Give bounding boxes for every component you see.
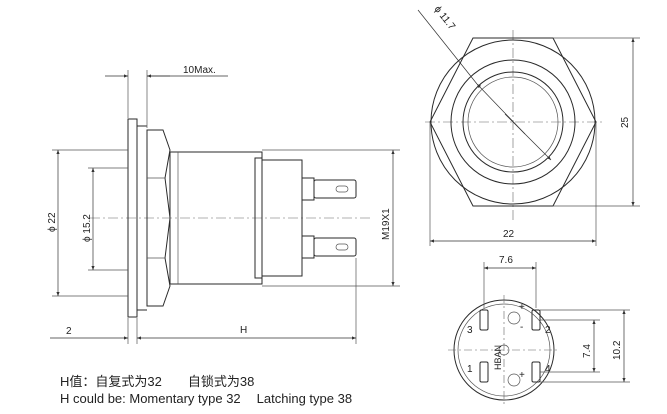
- dim-74-label: 7.4: [582, 344, 593, 358]
- front-bezel-outer: [430, 39, 596, 205]
- note-cn-h: H值：自复式为32: [60, 374, 162, 389]
- note-cn-latch: 自锁式为38: [187, 374, 255, 389]
- front-button-ring: [462, 71, 564, 173]
- side-view: 10Max. ϕ 22 ϕ 15.2 M19X1 2 H: [47, 65, 400, 344]
- dim-phi22-label: ϕ 22: [47, 212, 58, 232]
- dim-22-label: 22: [503, 229, 515, 240]
- bottom-terminal-4: [531, 361, 541, 383]
- bottom-center-hole: [498, 344, 510, 356]
- side-nut: [146, 129, 171, 307]
- bottom-brand-mark: HBAN: [493, 345, 503, 370]
- bottom-symbol-plus-bottom: +: [519, 370, 525, 381]
- dim-10max-label: 10Max.: [183, 65, 216, 76]
- note-cn-line: H值：自复式为32 自锁式为38: [60, 371, 254, 390]
- dim-25-label: 25: [620, 116, 631, 128]
- bottom-symbol-minus: -: [520, 322, 523, 333]
- front-button-face: [467, 76, 559, 168]
- bottom-label-terminal-3: 3: [467, 325, 473, 336]
- front-bezel-ring: [450, 59, 576, 185]
- bottom-terminal-1: [479, 361, 489, 383]
- dim-phi117-arrow-b: [504, 113, 552, 161]
- dim-2-label: 2: [66, 326, 72, 337]
- dim-phi117-label: ϕ 11.7: [432, 4, 458, 32]
- dim-m19-label: M19X1: [381, 208, 392, 240]
- dim-h-label: H: [240, 325, 247, 336]
- note-en-latch: Latching type 38: [256, 391, 353, 406]
- bottom-led-pin-top: [507, 311, 521, 325]
- bottom-label-terminal-4: 4: [545, 364, 551, 375]
- side-terminal-upper: [301, 177, 357, 201]
- bottom-symbol-plus-top: +: [519, 302, 525, 313]
- dim-phi152-label: ϕ 15.2: [82, 214, 93, 242]
- note-en-line: H could be: Momentary type 32 Latching ty…: [60, 391, 352, 406]
- dim-76-label: 7.6: [499, 255, 513, 266]
- side-flange: [127, 118, 138, 318]
- dim-phi117-leader: [417, 9, 478, 85]
- bottom-label-terminal-2: 2: [545, 325, 551, 336]
- note-en-h: H could be: Momentary type 32: [60, 391, 241, 406]
- side-flange-step: [137, 125, 147, 311]
- side-rear-ring: [254, 157, 263, 279]
- dim-102-label: 10.2: [612, 340, 623, 360]
- bottom-label-terminal-1: 1: [467, 364, 473, 375]
- bottom-led-pin-bottom: [507, 373, 521, 387]
- bottom-terminal-3: [479, 309, 489, 331]
- side-terminal-lower: [301, 235, 357, 259]
- front-view: ϕ 11.7 25 22: [417, 4, 640, 246]
- bottom-view: 3 2 1 4 HBAN + - + 7.6 7.4 10.2: [448, 255, 630, 405]
